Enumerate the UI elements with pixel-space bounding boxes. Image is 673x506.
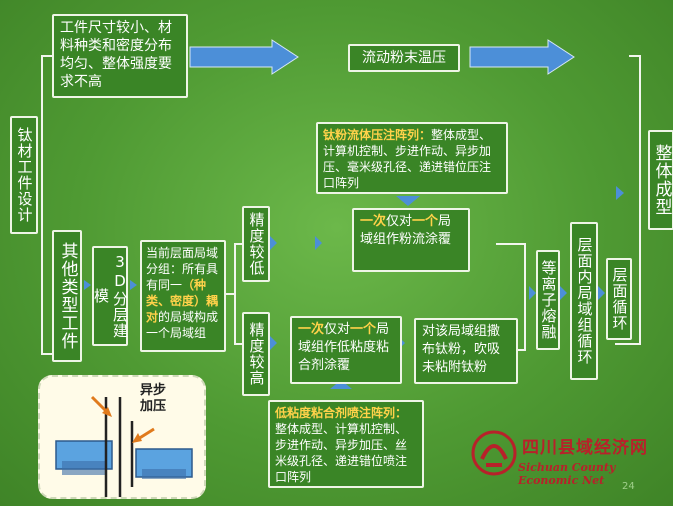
logo-emblem-icon <box>471 430 517 476</box>
logo-text-cn: 四川县域经济网 <box>522 438 648 458</box>
plasma-box: 等离子熔融 <box>536 250 560 350</box>
ti-design-box: 钛材工件设计 <box>10 116 38 234</box>
precision-low-text: 精度较低 <box>247 212 266 276</box>
split-line-mid <box>226 293 236 295</box>
left-bracket-vertical <box>41 55 43 355</box>
glue-array-title: 低粘度粘合剂喷注阵列： <box>275 406 408 420</box>
merge-line-top <box>496 243 526 245</box>
arrow-top-2 <box>469 39 575 75</box>
ti-array-box: 钛粉流体压注阵列：整体成型、计算机控制、步进作动、异步加压、毫米级孔径、递进错位… <box>316 122 508 194</box>
once-flow-highlight-2: 一个 <box>412 214 439 229</box>
scatter-ti-box: 对该局域组撒布钛粉，吹吸未粘附钛粉 <box>414 318 518 384</box>
other-types-box: 其他类型工件 <box>52 230 82 362</box>
async-pressure-illustration <box>55 395 193 497</box>
condition-text: 工件尺寸较小、材料种类和密度分布均匀、整体强度要求不高 <box>60 20 172 90</box>
flow-powder-box: 流动粉末温压 <box>348 44 460 72</box>
arrow-small-5 <box>270 336 277 350</box>
once-flow-box: 一次仅对一个局域组作粉流涂覆 <box>352 208 470 272</box>
layer-model-text: 3D分层建模 <box>92 253 129 339</box>
region-group-text-1: 当前层面局域分组：所有具有同一 <box>146 246 219 292</box>
arrow-small-4 <box>315 236 322 250</box>
arrow-small-10 <box>616 186 624 200</box>
right-bracket-vertical <box>639 55 641 345</box>
layer-cycle-box: 层面循环 <box>606 258 632 340</box>
split-line-top <box>234 243 242 245</box>
ti-design-text: 钛材工件设计 <box>15 127 34 223</box>
split-line-bottom <box>234 343 242 345</box>
merge-line-vertical <box>524 243 526 351</box>
right-bracket-bottom <box>615 343 641 345</box>
glue-array-body: 整体成型、计算机控制、步进作动、异步加压、丝米级孔径、递进错位喷注口阵列 <box>275 422 408 484</box>
once-flow-highlight-1: 一次 <box>360 214 387 229</box>
layer-cycle-text: 层面循环 <box>610 267 629 331</box>
other-types-text: 其他类型工件 <box>57 242 78 350</box>
once-glue-box: 一次仅对一个局域组作低粘度粘合剂涂覆 <box>290 316 402 384</box>
once-flow-text-2: 局域组作粉流涂覆 <box>360 214 452 247</box>
region-group-text-2: 的局域构成一个局域组 <box>146 310 219 340</box>
logo-text-en: Sichuan County Economic Net <box>518 461 616 487</box>
ti-array-title: 钛粉流体压注阵列： <box>323 128 432 142</box>
integral-forming-text: 整体成型 <box>651 144 672 216</box>
integral-forming-box: 整体成型 <box>648 130 673 230</box>
once-glue-text-2: 局域组作低粘度粘合剂涂覆 <box>298 322 390 373</box>
layer-loop-text: 层面内局域组循环 <box>575 237 594 365</box>
layer-model-box: 3D分层建模 <box>92 246 129 346</box>
once-glue-highlight-1: 一次 <box>298 322 325 337</box>
site-logo: 四川县域经济网 Sichuan County Economic Net <box>470 425 670 505</box>
region-group-highlight-2: 耦对 <box>146 294 219 324</box>
arrow-up-glue <box>330 380 352 389</box>
arrow-small-8 <box>560 286 567 300</box>
once-glue-highlight-2: 一个 <box>350 322 377 337</box>
ti-array-body: 整体成型、计算机控制、步进作动、异步加压、毫米级孔径、递进错位压注口阵列 <box>323 128 492 190</box>
region-group-box: 当前层面局域分组：所有具有同一（种类、密度）耦对的局域构成一个局域组 <box>140 240 226 352</box>
async-pressure-inset: 异步加压 <box>38 375 206 499</box>
arrow-small-7 <box>529 286 536 300</box>
merge-line-bottom <box>518 349 526 351</box>
precision-low-box: 精度较低 <box>242 206 270 282</box>
async-pressure-label: 异步加压 <box>140 383 167 414</box>
glue-array-box: 低粘度粘合剂喷注阵列： 整体成型、计算机控制、步进作动、异步加压、丝米级孔径、递进… <box>268 400 424 488</box>
left-bracket-top <box>41 55 53 57</box>
arrow-small-9 <box>598 286 605 300</box>
right-bracket-top <box>629 55 641 57</box>
arrow-small-2 <box>130 280 137 290</box>
plasma-text: 等离子熔融 <box>539 260 558 340</box>
arrow-small-3 <box>270 236 277 250</box>
precision-high-box: 精度较高 <box>242 312 270 396</box>
once-flow-text-1: 仅对 <box>386 214 413 229</box>
flow-powder-text: 流动粉末温压 <box>362 50 446 66</box>
layer-loop-box: 层面内局域组循环 <box>570 222 598 380</box>
precision-high-text: 精度较高 <box>247 322 266 386</box>
left-bracket-bottom <box>41 353 53 355</box>
once-glue-text-1: 仅对 <box>324 322 351 337</box>
page-number: 24 <box>622 481 635 492</box>
scatter-ti-text: 对该局域组撒布钛粉，吹吸未粘附钛粉 <box>422 324 501 375</box>
arrow-small-1 <box>84 280 91 290</box>
region-group-highlight-1: （种类、密度） <box>146 278 207 308</box>
arrow-top-1 <box>189 39 299 75</box>
arrow-down-ti <box>396 196 420 206</box>
condition-box: 工件尺寸较小、材料种类和密度分布均匀、整体强度要求不高 <box>52 14 188 98</box>
